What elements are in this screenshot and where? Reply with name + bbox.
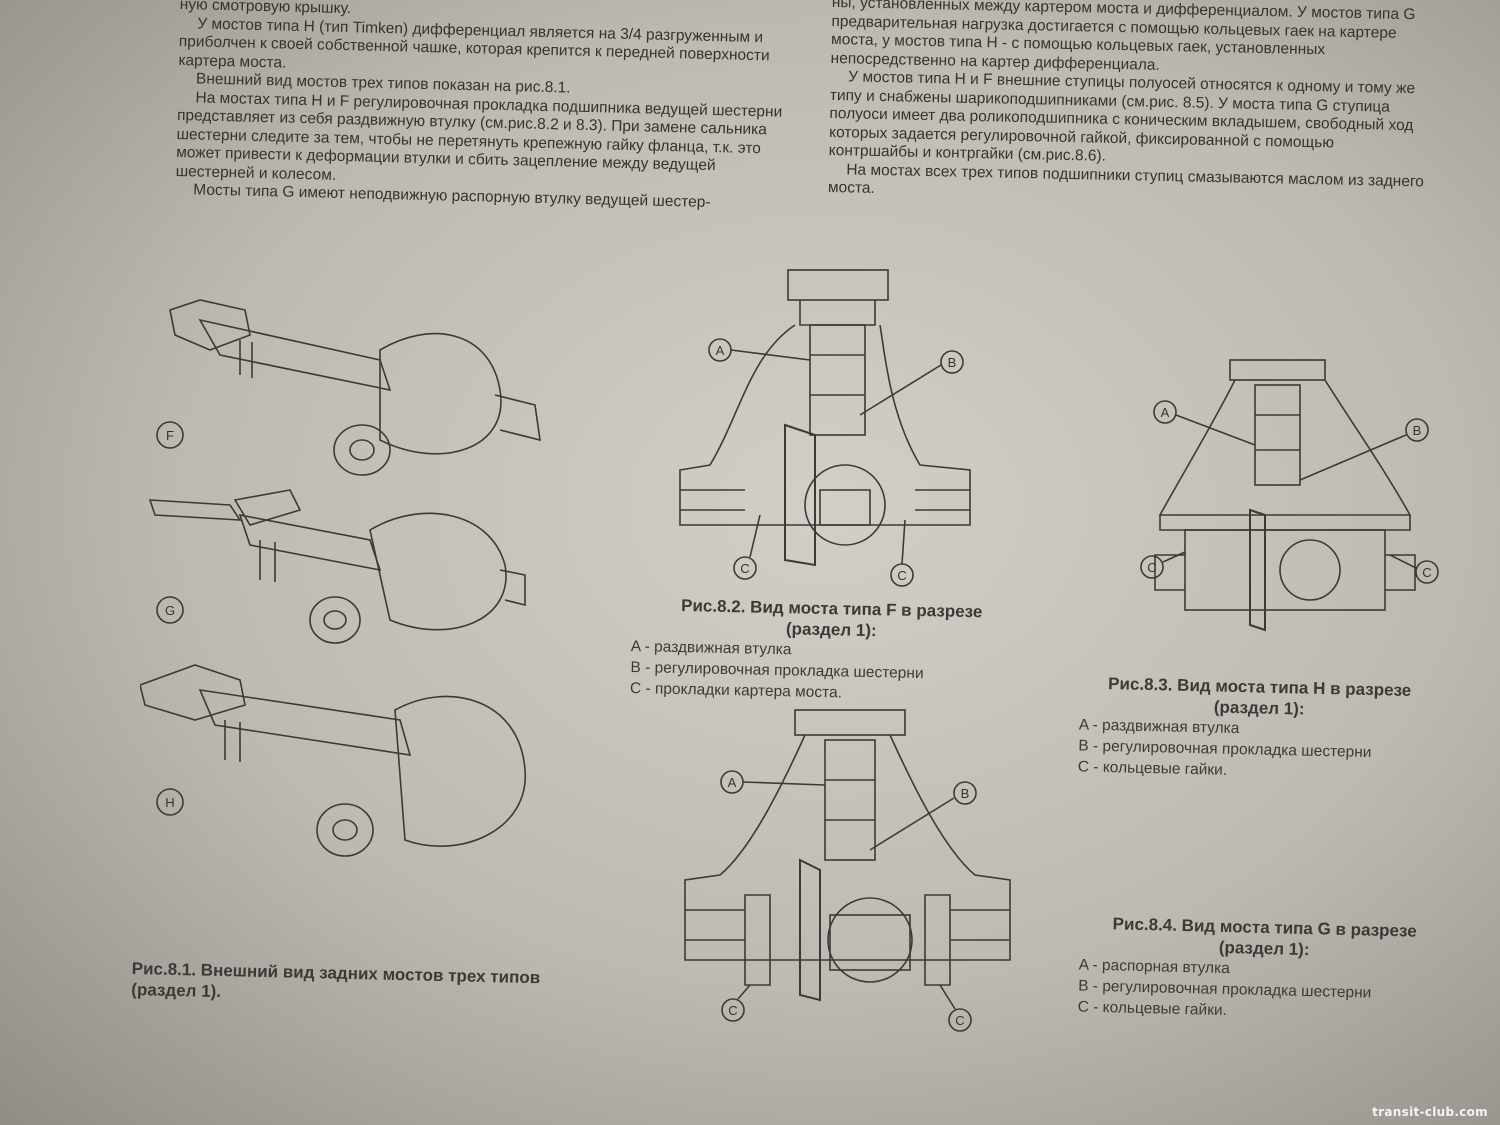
- callout-b: B: [961, 786, 970, 801]
- axle-label-f: F: [166, 428, 174, 443]
- callout-circle: [1415, 560, 1439, 584]
- figure-8-3-section-h: A B C C: [1135, 340, 1445, 640]
- callout-circle: [1140, 555, 1164, 579]
- callout-c-right: C: [1422, 565, 1431, 580]
- callout-a: A: [728, 775, 737, 790]
- axle-f-drawing: [169, 299, 541, 476]
- text-column-left: ную смотровую крышку. У мостов типа Н (т…: [175, 0, 785, 214]
- axle-g-drawing: [148, 489, 526, 644]
- callout-c-left: C: [1147, 560, 1156, 575]
- callout-a: A: [716, 343, 725, 358]
- section-g-drawing: [684, 709, 1011, 1002]
- callout-circle: [721, 998, 745, 1022]
- watermark: transit-club.com: [1372, 1105, 1488, 1119]
- axle-h-drawing: [140, 664, 526, 857]
- callout-circle: [733, 556, 757, 580]
- callout-c-left: C: [740, 561, 749, 576]
- axle-label-h: H: [165, 795, 174, 810]
- caption-fig-8-4: Рис.8.4. Вид моста типа G в разрезе (раз…: [1057, 912, 1469, 1027]
- label-circle: [156, 421, 184, 449]
- callout-c-right: C: [897, 568, 906, 583]
- paragraph: У мостов типа Н и F внешние ступицы полу…: [828, 68, 1416, 165]
- section-h-drawing: [1154, 359, 1416, 632]
- callout-b: B: [948, 355, 957, 370]
- callout-c-left: C: [728, 1003, 737, 1018]
- caption-title: Рис.8.1. Внешний вид задних мостов трех …: [131, 958, 541, 1002]
- callout-circle: [940, 350, 964, 374]
- text-column-right: ны, установленных между картером моста и…: [828, 0, 1430, 210]
- figure-8-1-axles: F G: [140, 280, 560, 900]
- label-circle: [156, 788, 184, 816]
- callout-circle: [953, 781, 977, 805]
- caption-fig-8-3: Рис.8.3. Вид моста типа Н в разрезе (раз…: [1058, 672, 1460, 786]
- axle-label-g: G: [165, 603, 175, 618]
- caption-fig-8-1: Рис.8.1. Внешний вид задних мостов трех …: [131, 958, 552, 1010]
- callout-b: B: [1413, 423, 1422, 438]
- callout-c-right: C: [955, 1013, 964, 1028]
- callout-circle: [948, 1008, 972, 1032]
- paragraph: На мостах типа Н и F регулировочная прок…: [175, 88, 783, 184]
- caption-fig-8-2: Рис.8.2. Вид моста типа F в разрезе (раз…: [630, 594, 1032, 707]
- section-f-drawing: [679, 269, 971, 567]
- figure-8-2-section-f: A B C C: [670, 265, 1000, 595]
- label-circle: [156, 596, 184, 624]
- callout-circle: [1405, 418, 1429, 442]
- callout-a: A: [1161, 405, 1170, 420]
- callout-circle: [1153, 400, 1177, 424]
- paragraph: ны, установленных между картером моста и…: [830, 0, 1416, 74]
- figure-8-4-section-g: A B C C: [680, 700, 1020, 1040]
